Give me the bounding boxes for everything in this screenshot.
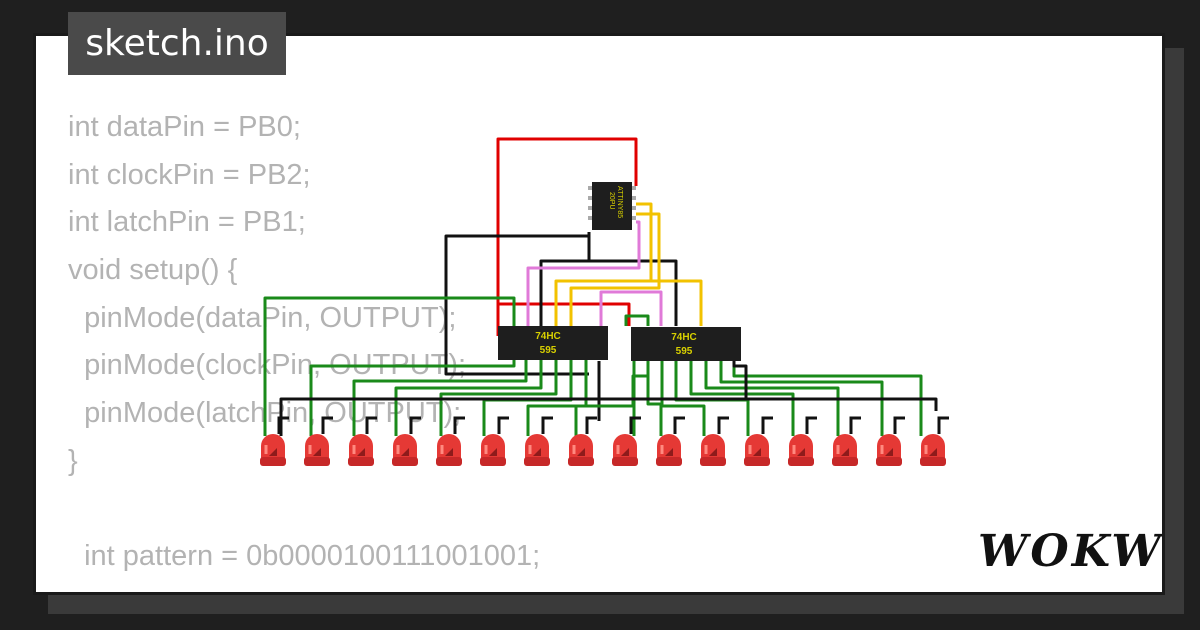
- code-line: }: [68, 444, 78, 477]
- wire-green: [309, 360, 516, 436]
- led-cathode-wire: [585, 416, 597, 434]
- code-line: int latchPin = PB1;: [68, 206, 306, 239]
- led: [920, 434, 946, 466]
- wire-green: [660, 360, 706, 436]
- code-background: int dataPin = PB0; int clockPin = PB2; int…: [68, 104, 541, 592]
- led: [348, 434, 374, 466]
- led: [744, 434, 770, 466]
- wire-black: [732, 360, 748, 399]
- led: [524, 434, 550, 466]
- wire-green: [439, 360, 558, 436]
- wokwi-logo: WOKWi: [978, 526, 1165, 577]
- led: [304, 434, 330, 466]
- wire-green: [732, 360, 923, 436]
- led: [832, 434, 858, 466]
- led: [700, 434, 726, 466]
- wire-green: [719, 360, 884, 436]
- wire-green: [689, 360, 795, 436]
- led: [788, 434, 814, 466]
- led: [612, 434, 638, 466]
- led-cathode-wire: [673, 416, 685, 434]
- led-cathode-wire: [937, 416, 949, 434]
- led: [480, 434, 506, 466]
- wire-pink: [526, 220, 641, 326]
- wire-green: [352, 360, 528, 436]
- wire-black: [444, 232, 591, 376]
- led-cathode-wire: [761, 416, 773, 434]
- shift-register-1: 74HC 595: [498, 326, 608, 360]
- led: [436, 434, 462, 466]
- preview-card: int dataPin = PB0; int clockPin = PB2; int…: [33, 33, 1165, 595]
- code-line: void setup() {: [68, 254, 238, 287]
- wire-black: [539, 236, 591, 326]
- led-cathode-wire: [497, 416, 509, 434]
- shift-register-label: 74HC: [535, 331, 561, 342]
- mcu-sublabel: 20PU: [608, 192, 615, 210]
- file-name-tab: sketch.ino: [68, 12, 286, 75]
- shift-register-sublabel: 595: [540, 345, 557, 356]
- wire-green: [646, 360, 663, 436]
- code-line: int bit = 1;: [68, 581, 540, 592]
- led-cathode-wire: [321, 416, 333, 434]
- wire-green: [624, 314, 650, 326]
- shift-register-2: 74HC 595: [631, 327, 741, 361]
- led-cathode-wire: [717, 416, 729, 434]
- wire-yellow: [569, 212, 661, 326]
- led-cathode-wire: [541, 416, 553, 434]
- shift-register-sublabel: 595: [676, 346, 693, 357]
- code-line: int clockPin = PB2;: [68, 158, 311, 191]
- led-cathode-wire: [409, 416, 421, 434]
- code-line: pinMode(dataPin, OUTPUT);: [68, 301, 457, 334]
- wire-yellow: [651, 279, 703, 326]
- wire-green: [526, 360, 588, 436]
- led: [876, 434, 902, 466]
- led-cathode-wire: [805, 416, 817, 434]
- shift-register-label: 74HC: [671, 332, 697, 343]
- led: [392, 434, 418, 466]
- led-cathode-wire: [365, 416, 377, 434]
- code-line: int pattern = 0b0000100111001001;: [68, 540, 541, 573]
- wire-green: [394, 360, 543, 436]
- wire-green: [704, 360, 840, 436]
- led-cathode-wire: [453, 416, 465, 434]
- code-line: int dataPin = PB0;: [68, 111, 301, 143]
- led: [656, 434, 682, 466]
- led-cathode-wire: [893, 416, 905, 434]
- circuit-diagram: ATTINY85 20PU 74HC 595 74HC 595: [260, 137, 949, 466]
- wire-red: [498, 302, 631, 326]
- led: [260, 434, 286, 466]
- led-cathode-wire: [277, 416, 289, 434]
- led: [568, 434, 594, 466]
- wire-black: [589, 259, 678, 326]
- wire-green: [263, 296, 516, 436]
- attiny85-chip: ATTINY85 20PU: [588, 182, 636, 230]
- wire-pink: [599, 290, 663, 326]
- led-cathode-wire: [849, 416, 861, 434]
- led-cathode-wire: [629, 416, 641, 434]
- mcu-label: ATTINY85: [616, 186, 623, 218]
